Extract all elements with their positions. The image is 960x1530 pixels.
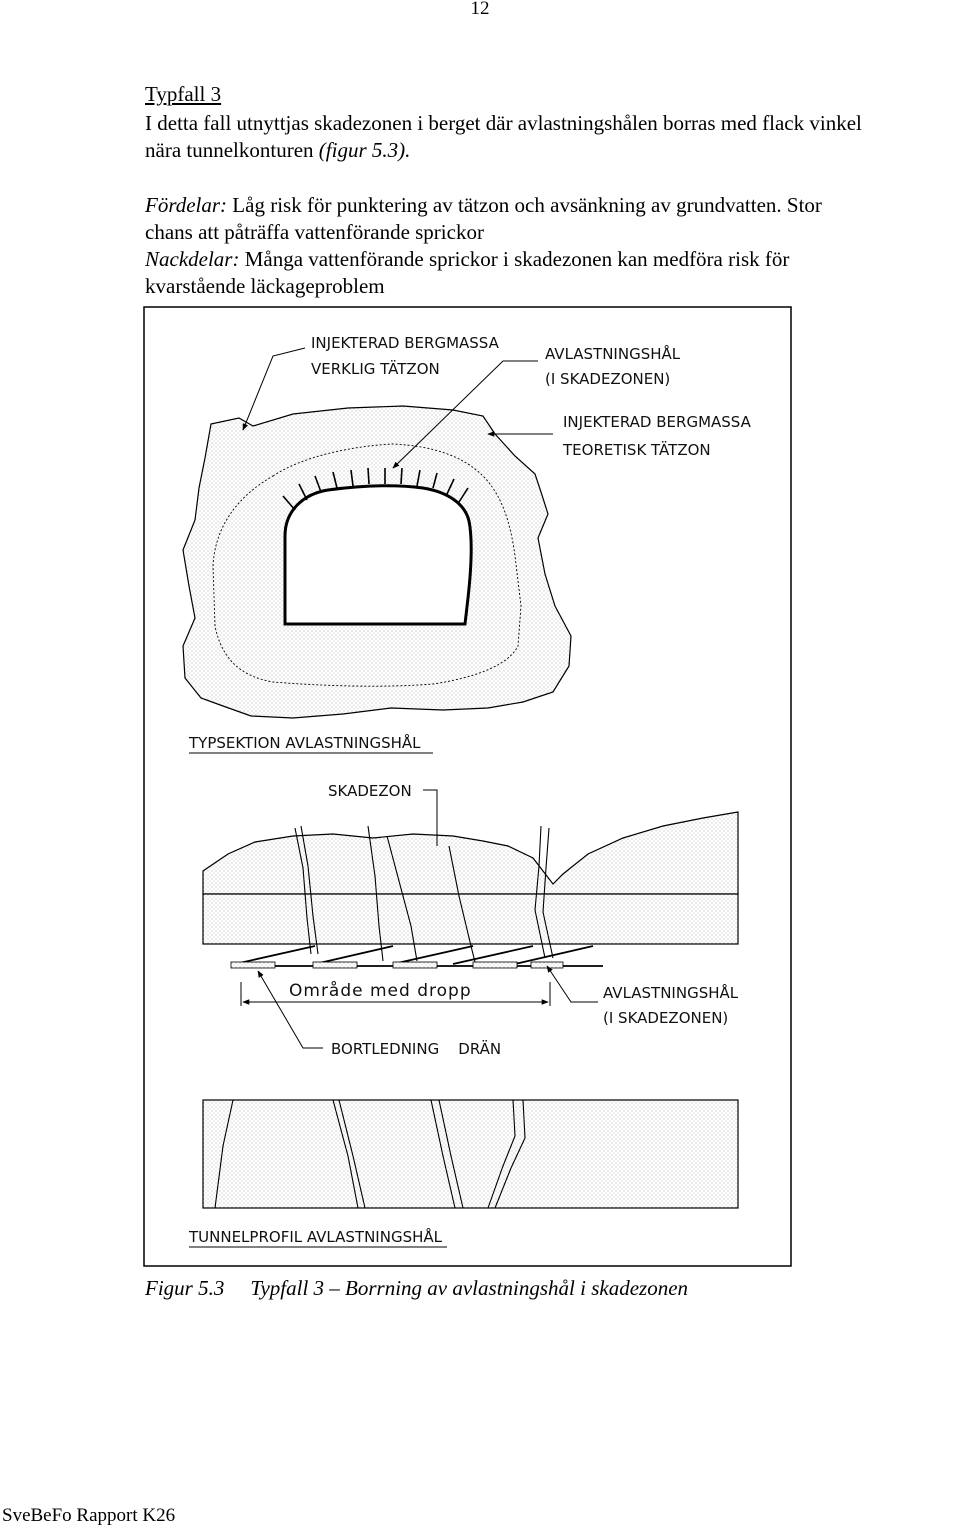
caption-number: Figur 5.3 (145, 1276, 225, 1300)
rock-profile-upper (202, 811, 739, 895)
rock-band-lower (202, 893, 739, 945)
cracks-middle (294, 825, 554, 963)
label-type-section: TYPSEKTION AVLASTNINGSHÅL (188, 733, 421, 752)
section-heading: Typfall 3 (145, 82, 222, 106)
figure-caption: Figur 5.3 Typfall 3 – Borrning av avlastn… (145, 1276, 688, 1301)
tunnel-profile-band (202, 1099, 739, 1209)
advantages-label: Fördelar: (145, 193, 228, 217)
disadvantages-paragraph: Nackdelar: Många vattenförande sprickor … (145, 246, 789, 300)
leader-injected-rock-1 (242, 347, 306, 431)
drip-hatch (230, 961, 564, 969)
relief-holes-fan (282, 467, 469, 511)
intro-line-2-text: nära tunnelkonturen (145, 138, 319, 162)
label-in-damage-zone-1: (I SKADEZONEN) (545, 370, 670, 388)
intro-line-1: I detta fall utnyttjas skadezonen i berg… (145, 111, 862, 135)
leader-damage-zone (423, 789, 438, 846)
label-injected-rock-1: INJEKTERAD BERGMASSA (311, 334, 500, 352)
label-relief-holes-1: AVLASTNINGSHÅL (545, 344, 681, 363)
longitudinal-section-drawing: Område med dropp SKADEZON AVLASTNINGSHÅL… (202, 782, 739, 1058)
advantages-text: Låg risk för punktering av tätzon och av… (227, 193, 822, 217)
disadvantages-text: Många vattenförande sprickor i skadezone… (239, 247, 790, 271)
leader-relief-holes-2 (546, 965, 598, 1003)
label-drip-area: Område med dropp (289, 980, 472, 1001)
caption-text: Typfall 3 – Borrning av avlastningshål i… (250, 1276, 689, 1300)
type-section-drawing: INJEKTERAD BERGMASSA VERKLIG TÄTZON AVLA… (182, 334, 752, 754)
tunnel-opening (283, 484, 473, 626)
figure-reference: (figur 5.3). (318, 138, 411, 162)
label-relief-holes-2: AVLASTNINGSHÅL (603, 983, 739, 1002)
label-actual-seal-zone: VERKLIG TÄTZON (311, 359, 440, 378)
advantages-line-2: chans att påträffa vattenförande spricko… (145, 220, 484, 244)
disadvantages-line-2: kvarstående läckageproblem (145, 274, 385, 298)
leader-relief-holes-1 (392, 360, 538, 469)
advantages-paragraph: Fördelar: Låg risk för punktering av tät… (145, 192, 822, 246)
page-footer: SveBeFo Rapport K26 (2, 1505, 176, 1526)
advantages-line-1: Fördelar: Låg risk för punktering av tät… (145, 192, 822, 219)
disadvantages-line-1: Nackdelar: Många vattenförande sprickor … (145, 246, 789, 273)
label-tunnel-profile: TUNNELPROFIL AVLASTNINGSHÅL (188, 1227, 443, 1246)
intro-line-2: nära tunnelkonturen (figur 5.3). (145, 137, 862, 164)
page-number: 12 (470, 0, 490, 19)
cracks-bottom (214, 1099, 526, 1209)
label-in-damage-zone-2: (I SKADEZONEN) (603, 1009, 728, 1027)
label-injected-rock-2: INJEKTERAD BERGMASSA (563, 413, 752, 431)
disadvantages-label: Nackdelar: (145, 247, 240, 271)
leader-drainage (257, 970, 323, 1049)
figure-drawing: INJEKTERAD BERGMASSA VERKLIG TÄTZON AVLA… (143, 306, 792, 1267)
tunnel-profile-drawing: TUNNELPROFIL AVLASTNINGSHÅL (188, 1099, 739, 1248)
label-drainage: BORTLEDNING DRÄN (331, 1039, 501, 1058)
label-theoretical-seal-zone: TEORETISK TÄTZON (562, 440, 711, 459)
label-damage-zone: SKADEZON (328, 782, 412, 800)
intro-paragraph: I detta fall utnyttjas skadezonen i berg… (145, 110, 862, 164)
